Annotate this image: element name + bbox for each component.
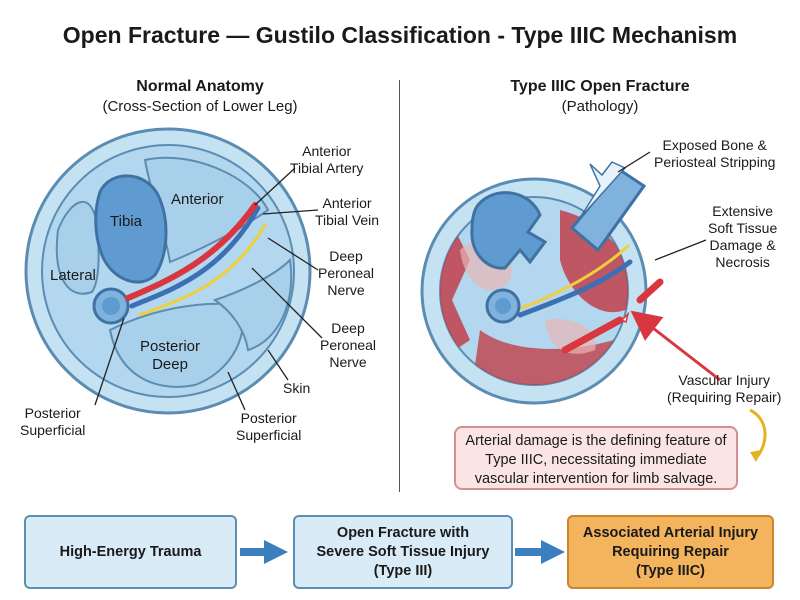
deep-peroneal-nerve-label-2: Deep Peroneal Nerve	[320, 320, 377, 370]
posterior-superficial-label-left: Posterior Superficial	[20, 405, 86, 438]
anterior-tibial-artery	[125, 202, 258, 301]
posterior-superficial-label-right: Posterior Superficial	[236, 410, 302, 443]
exposed-bone-label: Exposed Bone & Periosteal Stripping	[654, 137, 776, 170]
right-panel-subtitle: (Pathology)	[561, 98, 639, 115]
fracture-cross-section	[420, 161, 664, 405]
tibia-label: Tibia	[110, 213, 142, 230]
right-leader-lines	[617, 151, 707, 261]
tibia-bone	[94, 174, 168, 284]
anterior-tibial-artery-label: Anterior Tibial Artery	[290, 143, 364, 176]
vascular-injury-arrow	[630, 310, 721, 382]
left-leader-lines	[94, 167, 323, 411]
flow-arrows	[240, 540, 565, 564]
deep-peroneal-nerve	[138, 223, 267, 317]
skin-label: Skin	[283, 380, 311, 396]
flow-step-trauma: High-Energy Trauma	[24, 515, 237, 589]
posterior-deep-compartment	[108, 302, 244, 388]
panel-divider	[399, 80, 400, 492]
posterior-superficial-compartment	[212, 257, 293, 352]
severed-artery	[561, 316, 624, 354]
flow-step-type-iiic: Associated Arterial Injury Requiring Rep…	[567, 515, 774, 589]
lateral-compartment	[55, 200, 100, 295]
posterior-deep-label: Posterior Deep	[140, 338, 201, 373]
right-panel-title: Type IIIC Open Fracture	[510, 78, 690, 95]
anterior-tibial-vein	[129, 205, 261, 309]
vascular-injury-label: Vascular Injury (Requiring Repair)	[667, 372, 782, 405]
fractured-tibia	[470, 191, 548, 270]
lateral-label: Lateral	[50, 267, 96, 284]
normal-cross-section	[24, 127, 312, 415]
page-title: Open Fracture — Gustilo Classification -…	[62, 22, 738, 48]
left-panel-subtitle: (Cross-Section of Lower Leg)	[102, 98, 298, 115]
iiic-note: Arterial damage is the defining feature …	[454, 426, 738, 490]
flow-step-type-iii: Open Fracture with Severe Soft Tissue In…	[293, 515, 513, 589]
fibula-marrow	[102, 297, 120, 315]
left-panel-title: Normal Anatomy	[136, 78, 264, 95]
soft-tissue-damage-label: Extensive Soft Tissue Damage & Necrosis	[708, 203, 778, 270]
deep-peroneal-nerve-label-1: Deep Peroneal Nerve	[318, 248, 375, 298]
anterior-tibial-vein-label: Anterior Tibial Vein	[315, 195, 380, 228]
anterior-label: Anterior	[171, 191, 224, 208]
